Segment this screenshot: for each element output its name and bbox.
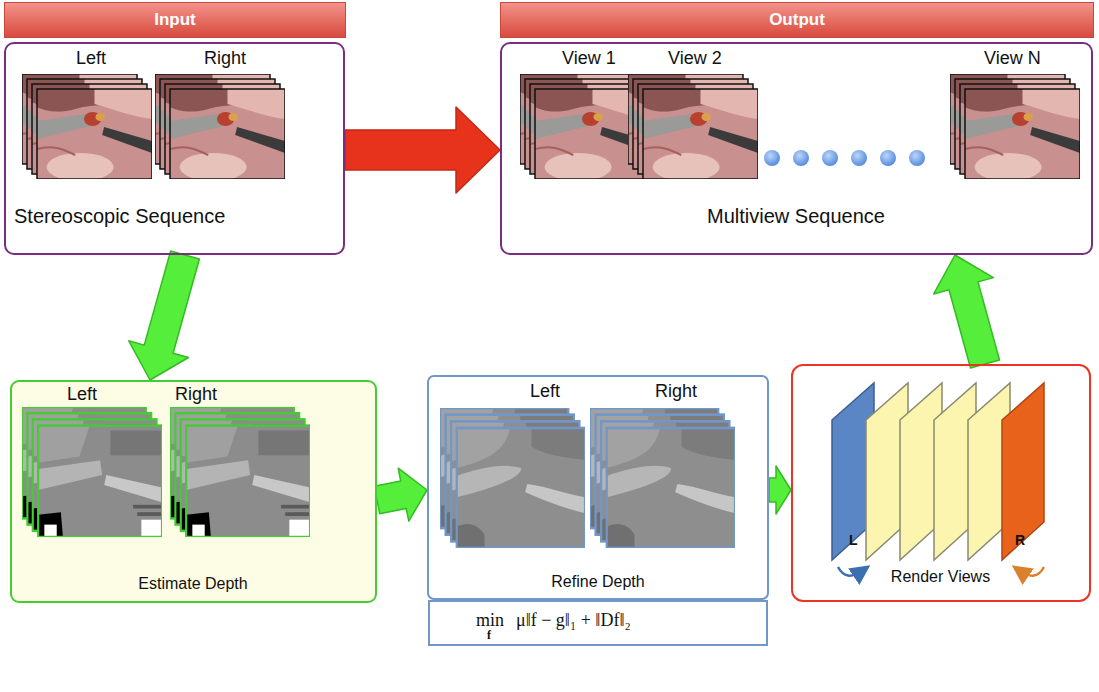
node-label: Right bbox=[175, 384, 217, 406]
node-label: Output bbox=[501, 3, 1093, 37]
node-label: R bbox=[1015, 532, 1025, 549]
node-label: View N bbox=[984, 48, 1041, 70]
node-label: Left bbox=[76, 48, 106, 70]
node-label: Stereoscopic Sequence bbox=[14, 204, 225, 228]
node-label: Right bbox=[655, 381, 697, 403]
sequence-box: Left RightStereoscopic Sequence bbox=[4, 42, 345, 255]
process-box: Left RightRefine Depth bbox=[427, 375, 769, 600]
view-planes bbox=[832, 383, 1044, 576]
header-bar: Output bbox=[500, 2, 1094, 38]
header-bar: Input bbox=[4, 2, 346, 38]
node-label: f bbox=[487, 628, 491, 642]
flow-arrow bbox=[934, 255, 1000, 368]
node-label: Multiview Sequence bbox=[502, 204, 1090, 228]
node-label: View 2 bbox=[668, 48, 722, 70]
node-label: Refine Depth bbox=[429, 572, 767, 591]
node-label: L bbox=[849, 532, 858, 549]
flow-arrow bbox=[129, 251, 200, 380]
process-box: Left RightEstimate Depth bbox=[10, 380, 377, 603]
node-label: View 1 bbox=[562, 48, 616, 70]
node-label: Left bbox=[67, 384, 97, 406]
flow-arrow bbox=[769, 466, 791, 514]
node-label: Estimate Depth bbox=[12, 574, 374, 593]
node-label: Left bbox=[530, 381, 560, 403]
flow-arrow bbox=[374, 468, 427, 521]
formula-box: minfμ‖f − g‖₁ + ‖Df‖₂ bbox=[428, 600, 768, 646]
node-label: Right bbox=[204, 48, 246, 70]
flow-arrow bbox=[345, 107, 500, 193]
ellipsis-dots bbox=[764, 150, 925, 166]
node-label: Render Views bbox=[793, 567, 1088, 586]
node-label: μ‖f − g‖₁ + ‖Df‖₂ bbox=[516, 610, 631, 632]
process-box: L R Render Views bbox=[791, 364, 1091, 602]
node-label: Input bbox=[5, 3, 345, 37]
sequence-box: View 1 View 2 View N Multiview Sequence bbox=[500, 42, 1093, 255]
